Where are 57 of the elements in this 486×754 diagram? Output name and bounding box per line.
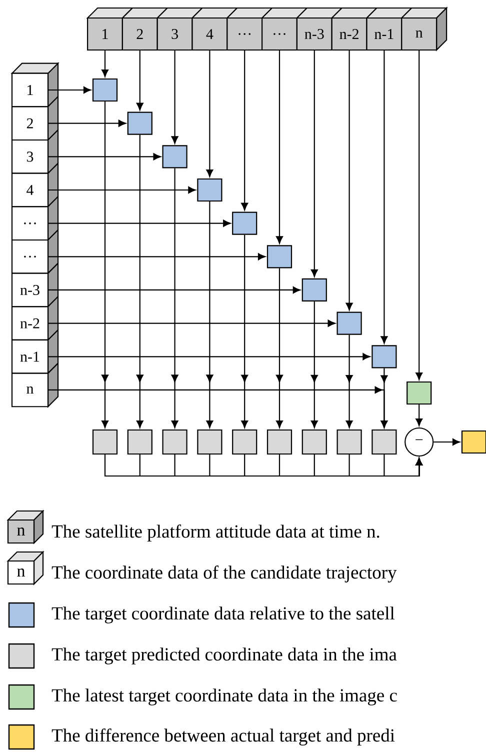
- difference-box: [461, 430, 486, 454]
- arrow: [310, 50, 318, 278]
- arrow: [276, 50, 283, 244]
- predicted-coordinate-box: [127, 429, 152, 455]
- arrow: [384, 454, 423, 477]
- relative-coordinate-box: [127, 112, 152, 135]
- arrow: [346, 50, 353, 310]
- arrow: [102, 50, 108, 78]
- relative-coordinate-box: [372, 345, 397, 368]
- arrow: [380, 368, 388, 428]
- arrow: [136, 134, 144, 428]
- legend-text: The target predicted coordinate data in the ima: [52, 648, 397, 664]
- legend-text: The coordinate data of the candidate trajectory: [52, 566, 397, 583]
- arrow: [380, 50, 388, 344]
- arrow: [434, 438, 460, 446]
- relative-coordinate-box: [336, 312, 362, 335]
- predicted-coordinate-box: [197, 429, 222, 455]
- arrow: [241, 234, 248, 428]
- arrow: [346, 334, 353, 428]
- arrow: [48, 120, 126, 127]
- latest-coordinate-box: [406, 381, 432, 405]
- arrow: [48, 253, 266, 260]
- relative-coordinate-box: [232, 212, 258, 235]
- arrow: [48, 153, 161, 160]
- predicted-coordinate-box: [266, 429, 292, 455]
- arrow: [206, 50, 214, 178]
- relative-coordinate-box: [266, 245, 292, 268]
- predicted-coordinate-box: [372, 429, 397, 455]
- arrow: [310, 302, 318, 428]
- arrow: [276, 268, 283, 428]
- arrow: [206, 202, 214, 428]
- arrow: [416, 404, 423, 426]
- arrow: [416, 50, 423, 380]
- legend-text: The satellite platform attitude data at time n.: [52, 524, 380, 542]
- arrow: [48, 86, 92, 94]
- relative-coordinate-box: [197, 178, 222, 202]
- legend-text: The target coordinate data relative to the satell: [52, 606, 395, 624]
- arrow: [136, 50, 144, 110]
- arrow: [48, 286, 300, 294]
- arrow: [48, 186, 196, 194]
- arrow: [48, 353, 370, 360]
- relative-coordinate-box: [162, 145, 188, 168]
- predicted-coordinate-box: [302, 429, 327, 455]
- predicted-coordinate-box: [232, 429, 258, 455]
- arrow: [102, 102, 108, 428]
- predicted-coordinate-box: [92, 429, 118, 455]
- arrow: [48, 320, 336, 327]
- relative-coordinate-box: [92, 78, 118, 102]
- predicted-coordinate-box: [162, 429, 188, 455]
- arrow: [171, 168, 178, 428]
- legend-text: The latest target coordinate data in the image c: [52, 688, 397, 706]
- legend-text: The difference between actual target and predi: [52, 728, 395, 746]
- arrow: [48, 220, 231, 227]
- predicted-coordinate-box: [336, 429, 362, 455]
- arrow: [241, 50, 248, 210]
- relative-coordinate-box: [302, 278, 327, 302]
- arrow: [171, 50, 178, 144]
